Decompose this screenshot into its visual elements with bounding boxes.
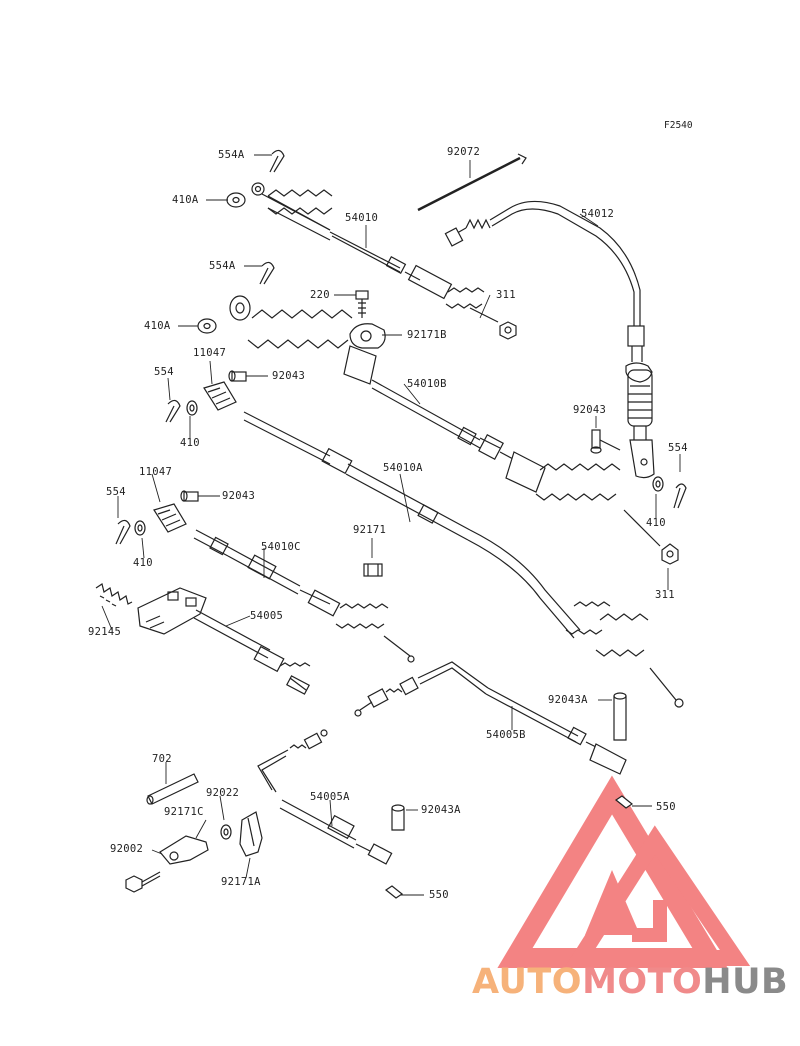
label-550: 550 [656,801,676,813]
figure-id: F2540 [664,120,693,131]
pin-92043-upper [228,370,247,382]
label-554: 554 [668,442,688,454]
clamp-92171B [349,323,386,349]
clip-92171 [363,563,383,577]
cotter-554A-1 [269,149,285,173]
label-92171B: 92171B [407,329,447,341]
watermark-text: AUTOMOTOHUB [472,962,788,1002]
label-92171: 92171 [353,524,387,536]
clamp-92171C [159,835,209,865]
clip-550-lower [384,885,404,899]
washer-92022 [220,824,232,840]
cotter-554-3 [115,519,131,545]
watermark-auto: AUTO [472,962,583,1002]
cable-54010 [251,182,499,323]
label-92171A: 92171A [221,876,261,888]
label-11047: 11047 [139,466,173,478]
label-11047: 11047 [193,347,227,359]
label-54010B: 54010B [407,378,447,390]
pin-92043A-upper [613,692,627,741]
label-410: 410 [180,437,200,449]
label-92043A: 92043A [548,694,588,706]
label-54012: 54012 [581,208,615,220]
label-554A: 554A [218,149,245,161]
cotter-554A-2 [259,261,275,285]
rod-92072 [417,153,527,212]
cable-54005 [137,587,311,695]
watermark-moto: MOTO [582,962,703,1002]
cable-54005A [257,729,393,865]
parts-lines [95,149,687,899]
label-220: 220 [310,289,330,301]
label-410: 410 [646,517,666,529]
automotohub-logo [497,775,751,968]
washer-410A-2 [197,318,217,334]
spring-92145 [95,583,133,607]
label-410A: 410A [172,194,199,206]
label-54005A: 54005A [310,791,350,803]
label-92002: 92002 [110,843,144,855]
label-92043: 92043 [222,490,256,502]
label-702: 702 [152,753,172,765]
nut-311-top [499,321,517,340]
label-54005B: 54005B [486,729,526,741]
washer-410-right [652,476,664,492]
label-410: 410 [133,557,153,569]
label-554A: 554A [209,260,236,272]
label-92043: 92043 [272,370,306,382]
label-92072: 92072 [447,146,481,158]
cable-54012 [444,200,655,479]
bracket-92171A [239,811,263,857]
nut-311-lower [661,543,679,565]
cable-54010B [229,295,661,547]
label-92145: 92145 [88,626,122,638]
clamp-11047-lower [153,503,187,533]
label-92022: 92022 [206,787,240,799]
washer-410-1 [186,400,198,416]
label-54010A: 54010A [383,462,423,474]
rod-702 [146,773,199,805]
cable-54005B [354,661,627,775]
cotter-554-right [673,483,687,509]
pin-92043-mid [180,490,199,502]
label-554: 554 [106,486,126,498]
label-54010C: 54010C [261,541,301,553]
clamp-11047-upper [203,381,237,411]
cotter-554-1 [165,399,181,423]
label-410A: 410A [144,320,171,332]
bolt-92002 [125,871,161,893]
clip-550-upper [614,795,634,809]
bolt-220 [355,290,369,318]
label-92171C: 92171C [164,806,204,818]
washer-410-2 [134,520,146,536]
label-550: 550 [429,889,449,901]
label-92043: 92043 [573,404,607,416]
pin-92043A-lower [391,804,405,831]
washer-410A-1 [226,192,246,208]
label-54010: 54010 [345,212,379,224]
cable-54010A [243,411,684,708]
label-311: 311 [496,289,516,301]
cable-54010C [193,529,415,663]
pin-92043-right [590,429,621,454]
label-92043A: 92043A [421,804,461,816]
leader-lines [101,154,681,896]
label-554: 554 [154,366,174,378]
watermark-hub: HUB [702,962,789,1002]
label-54005: 54005 [250,610,284,622]
label-311: 311 [655,589,675,601]
